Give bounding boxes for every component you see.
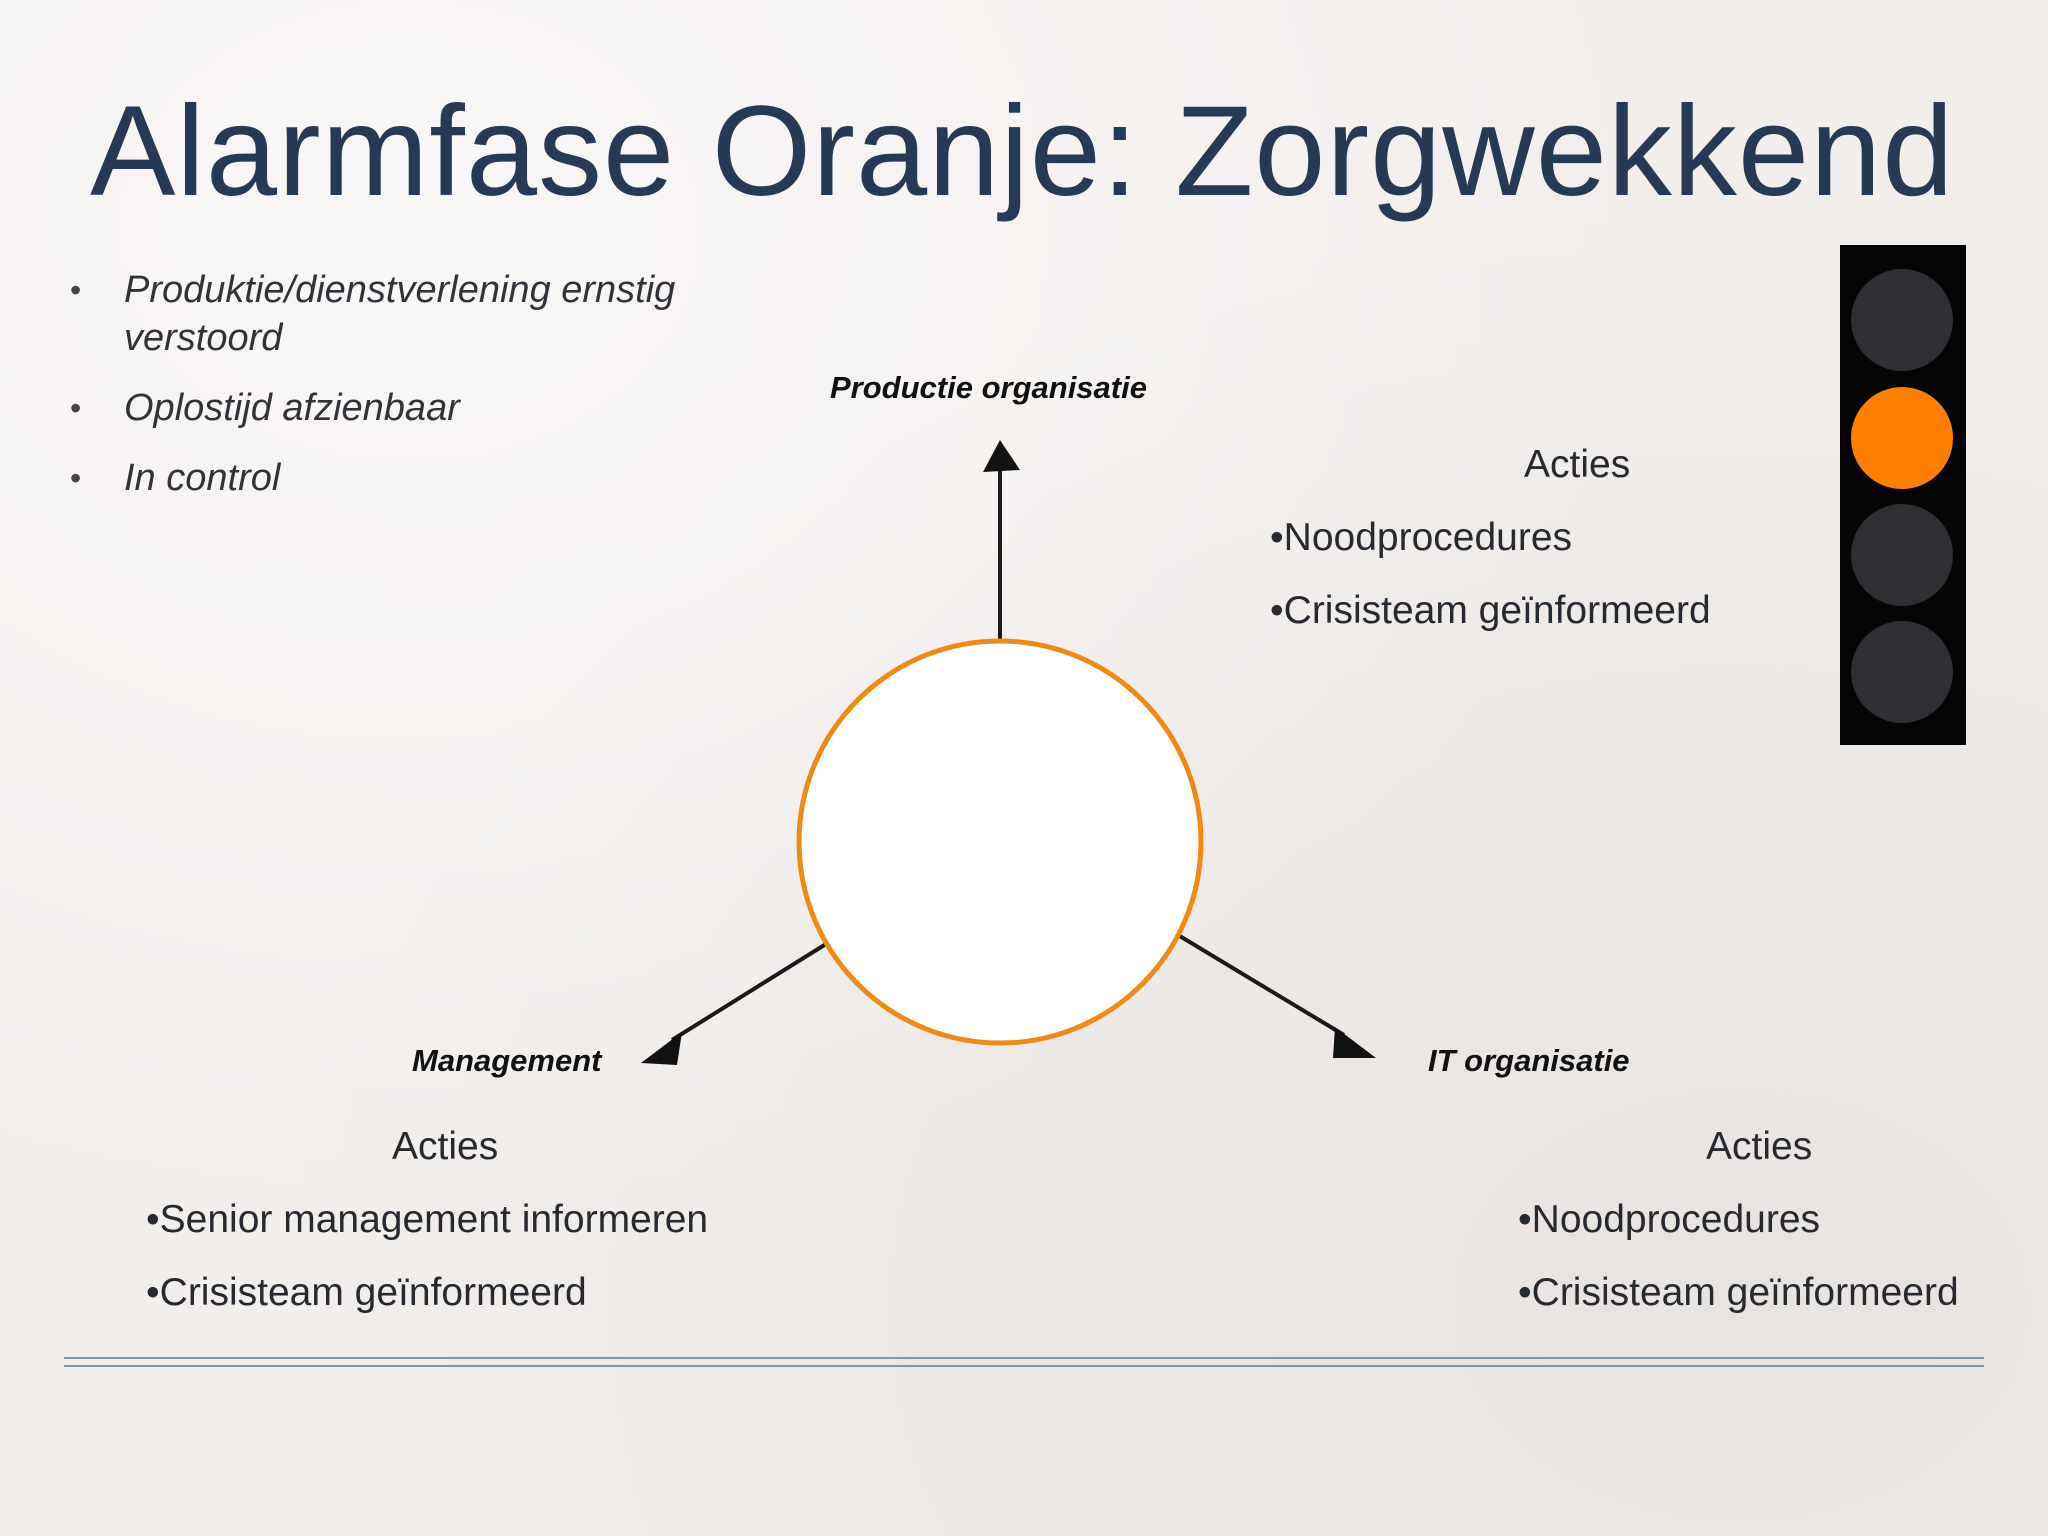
arrow-line-right — [1176, 933, 1346, 1037]
actions-top-right: Acties •Noodprocedures •Crisisteam geïnf… — [1270, 445, 1711, 630]
bullet-icon: • — [70, 272, 82, 308]
action-item: •Noodprocedures — [1270, 516, 1573, 559]
action-item: •Crisisteam geïnformeerd — [1270, 589, 1711, 632]
actions-heading: Acties — [1706, 1125, 1813, 1168]
center-circle — [796, 638, 1204, 1046]
bullet-icon: • — [70, 390, 82, 426]
actions-bottom-left: Acties •Senior management informeren •Cr… — [146, 1127, 708, 1312]
bullet-item: • Produktie/dienstverlening ernstig verst… — [62, 266, 762, 362]
traffic-lamp-1 — [1851, 269, 1953, 371]
traffic-lamp-3 — [1851, 504, 1953, 606]
traffic-lamp-2-orange — [1851, 387, 1953, 489]
traffic-light — [1840, 245, 1966, 745]
actions-heading: Acties — [1524, 443, 1631, 486]
node-label-productie-organisatie: Productie organisatie — [830, 370, 1147, 405]
node-label-management: Management — [412, 1043, 602, 1078]
action-item: •Senior management informeren — [146, 1198, 709, 1241]
node-label-it-organisatie: IT organisatie — [1428, 1043, 1630, 1078]
bullet-icon: • — [70, 460, 82, 496]
arrow-head-right — [1333, 1027, 1376, 1058]
actions-bottom-right: Acties •Noodprocedures •Crisisteam geïnf… — [1518, 1127, 1959, 1312]
divider-line — [64, 1365, 1984, 1367]
slide-title: Alarmfase Oranje: Zorgwekkend — [90, 80, 1955, 223]
divider-line — [64, 1357, 1984, 1359]
bullet-text: Produktie/dienstverlening ernstig versto… — [124, 269, 676, 359]
arrow-head-left — [641, 1032, 682, 1065]
actions-heading: Acties — [392, 1125, 499, 1168]
bullet-item: • Oplostijd afzienbaar — [62, 384, 762, 432]
action-item: •Noodprocedures — [1518, 1198, 1821, 1241]
bullet-list: • Produktie/dienstverlening ernstig verst… — [62, 266, 762, 524]
bullet-text: In control — [124, 457, 281, 499]
action-item: •Crisisteam geïnformeerd — [146, 1271, 587, 1314]
arrow-head-top — [983, 440, 1020, 472]
traffic-lamp-4 — [1851, 621, 1953, 723]
bullet-text: Oplostijd afzienbaar — [124, 387, 460, 429]
arrow-line-left — [670, 942, 828, 1042]
action-item: •Crisisteam geïnformeerd — [1518, 1271, 1959, 1314]
bullet-item: • In control — [62, 454, 762, 502]
